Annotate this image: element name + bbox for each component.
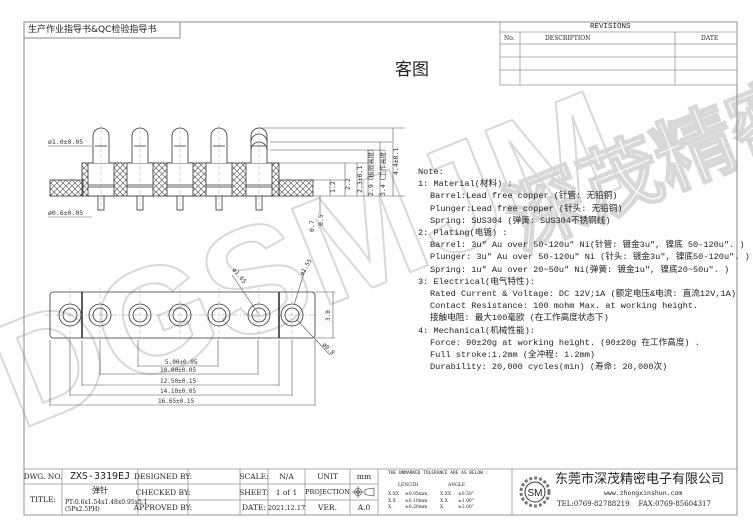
title-spec: PT:0.6x1.54x1.48x0.95x5.1 (5Px2.5PH) (65, 498, 148, 513)
revisions-table-lines (499, 21, 738, 86)
note-line: 2: Plating(电镀) : (418, 228, 508, 239)
dim-3-4: 3.4（工作高度） (378, 145, 387, 196)
pogo-pin (245, 124, 273, 214)
tolerance-cell: ±0.10mm (405, 498, 428, 504)
approved-by-label: APPROVED BY: (133, 503, 193, 512)
notes-block: Note: 1: Material(材料) :Barrel:Lead free … (418, 166, 750, 373)
projection-label: PROJECTION (305, 488, 350, 496)
pin-hole (207, 288, 231, 342)
note-line: Barrel:Lead free copper (针管: 无铅铜) (430, 191, 618, 202)
hole-d3-label: ø0.8 (321, 341, 336, 356)
tolerance-cell: X.XX (440, 492, 452, 497)
notes-title: Note: (418, 167, 444, 177)
scale-value: N/A (279, 472, 294, 481)
revisions-col-date: DATE (701, 35, 719, 42)
tolerance-cell: X. (388, 505, 393, 510)
note-line: Durability: 20,000 cycles(min) (寿命: 20,0… (430, 362, 668, 373)
unit-value: mm (356, 472, 372, 481)
dim-2-2: 2.2 (344, 178, 352, 190)
tolerance-angle-label: ANGLE (448, 483, 466, 488)
date-value: 2021.12.17 (267, 503, 306, 512)
revisions-title: REVISIONS (590, 23, 631, 31)
note-line: Barrel: 3u" Au over 50-120u" Ni(针管: 镀金3u… (430, 240, 745, 251)
dim-5-00: 5.00±0.05 (165, 359, 198, 366)
note-line: 1: Material(材料) : (418, 179, 513, 190)
header-box (23, 21, 181, 39)
company-name: 东莞市深茂精密电子有限公司 (555, 472, 725, 487)
sheet-value: 1 of 1 (275, 487, 298, 497)
company-website: www.zhongxinshun.com (604, 489, 683, 497)
pin-diameter-label: ø1.0±0.05 (48, 138, 83, 146)
title-cn: 弹针 (92, 486, 108, 495)
dim-2-9: 2.9（极限高度） (366, 145, 375, 196)
dwg-no-value: ZXS-3319EJ (69, 471, 131, 482)
projection-symbol-icon (352, 486, 375, 498)
dim-2-3: 2.3±0.1 (356, 166, 364, 193)
tolerance-length-label: LENGTH (398, 483, 419, 488)
note-line: 4: Mechanical(机械性能): (418, 325, 535, 336)
note-line: 接触电阻: 最大100毫欧 (在工作高度状态下) (430, 313, 609, 324)
title-block-lines (23, 468, 738, 516)
tolerance-cell: ±2.00° (458, 505, 475, 510)
svg-text:SM: SM (528, 488, 543, 499)
pin-hole (280, 288, 304, 342)
pin-hole (128, 288, 152, 342)
ver-label: VER. (318, 503, 337, 512)
dim-0-7: 0.7 (308, 220, 316, 232)
note-line: Spring: 1u" Au over 20~50u" Ni(弹簧: 镀金1u"… (430, 264, 730, 275)
note-line: Spring: SUS304 (弹簧: SUS304不锈钢线) (430, 215, 611, 226)
date-label: DATE: (241, 503, 267, 512)
pogo-pin (126, 124, 154, 214)
note-line: Force: 90±20g at working height. (90±20g… (430, 337, 700, 348)
revisions-col-description: DESCRIPTION (545, 35, 591, 42)
tolerance-cell: ±0.20mm (405, 505, 428, 510)
checked-by-label: CHECKED BY: (135, 487, 191, 497)
view-title: 客图 (395, 60, 429, 80)
scale-label: SCALE: (239, 472, 269, 481)
ver-value: A.0 (357, 503, 371, 512)
dim-1-2: 1.2 (329, 181, 337, 193)
note-line: Plunger:Lead free copper (针头: 无铅铜) (430, 203, 623, 214)
title-label: TITLE: (30, 495, 56, 504)
note-line: Rated Current & Voltage: DC 12V;1A (额定电压… (430, 289, 736, 300)
tolerance-cell: X.X (440, 498, 448, 504)
note-line: Full stroke:1.2mm (全冲程: 1.2mm) (430, 350, 596, 361)
sheet-label: SHEET: (239, 487, 269, 497)
pin-hole (247, 288, 271, 342)
pogo-pin (87, 124, 115, 214)
tolerance-cell: X.XX (388, 492, 400, 497)
dwg-no-label: DWG. NO. (23, 472, 63, 481)
tolerance-cell: X.X (388, 498, 396, 504)
tolerance-cell: ±0.05mm (405, 492, 428, 497)
tolerance-cell: ±0.50° (458, 492, 475, 497)
unit-label: UNIT (317, 472, 338, 481)
side-view (48, 124, 405, 218)
company-logo: SM (519, 476, 551, 508)
pogo-pin (205, 124, 233, 214)
note-line: Contact Resistance: 100 mohm Max. at wor… (430, 301, 699, 312)
company-contact: TEL:0769-82788219 FAX:0769-85604317 (557, 500, 711, 508)
top-view (45, 269, 335, 406)
revisions-col-no: No. (504, 35, 515, 42)
note-line: 3: Electrical(电气特性): (418, 276, 535, 287)
doc-type-label: 生产作业指导书&QC检验指导书 (28, 25, 157, 35)
tail-diameter-label: ø0.6±0.05 (48, 209, 83, 217)
pin-hole (88, 288, 112, 342)
designed-by-label: DESIGNED BY: (134, 472, 192, 481)
pin-hole (58, 288, 82, 342)
tolerance-title: THE UNMARKED TOLERANCE ARE AS BELOW : (388, 471, 489, 476)
dim-4-4: 4.4±0.1 (392, 148, 400, 175)
dim-14-10: 14.10±0.05 (160, 388, 197, 395)
note-line: Plunger: 3u" Au over 50-120u" Ni (针头: 镀金… (430, 252, 750, 263)
width-label: 3.0 (325, 310, 332, 321)
dim-12-50: 12.50±0.15 (160, 378, 197, 385)
pogo-pin (166, 124, 194, 214)
tolerance-cell: ±1.00° (458, 498, 475, 504)
dim-16-65: 16.65±0.15 (158, 398, 195, 405)
tolerance-cell: X. (440, 505, 445, 510)
dim-10-00: 10.00±0.05 (160, 367, 197, 374)
dim-0-5: 0.5 (317, 214, 325, 226)
pin-hole (168, 288, 192, 342)
